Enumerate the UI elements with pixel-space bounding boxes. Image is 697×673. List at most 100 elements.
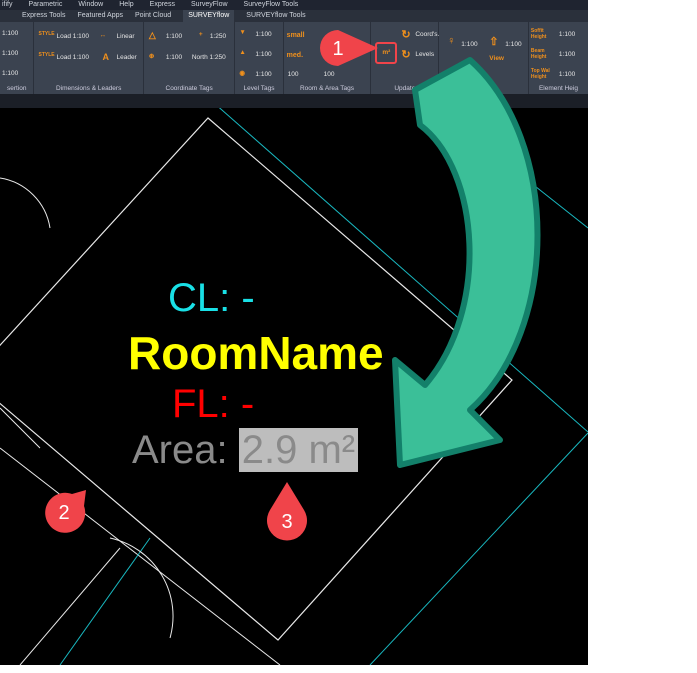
ribbon-tabs: Express Tools Featured Apps Point Cloud … (0, 10, 588, 22)
view-scale-2[interactable]: 1:100 (505, 41, 522, 48)
area-label: Area: (132, 428, 228, 472)
menu-modify[interactable]: ifify (2, 1, 13, 8)
tab-express-tools[interactable]: Express Tools (22, 12, 66, 19)
tab-featured-apps[interactable]: Featured Apps (77, 12, 123, 19)
level-icon-2: ▲ (239, 49, 246, 56)
panel-label: Coordinate Tags (165, 85, 213, 92)
panel-label: Room & Area Tags (299, 85, 355, 92)
wall-line (369, 432, 588, 665)
wall-line (213, 102, 588, 433)
linear-button[interactable]: Linear (116, 33, 135, 40)
menu-window[interactable]: Window (78, 1, 104, 8)
style-leader-icon[interactable]: STYLE (38, 52, 55, 58)
element-scale-3[interactable]: 1:100 (558, 71, 576, 78)
panel-room-area-tags: small med. 100 100 Room & Area Tags (284, 22, 372, 94)
room-med-button[interactable]: med. (286, 52, 304, 59)
panel-level-tags: ▼ 1:100 ▲ 1:100 ◉ 1:100 Level Tags (235, 22, 284, 94)
level-scale-1[interactable]: 1:100 (255, 31, 272, 38)
curved-arrow-icon (392, 57, 541, 468)
refresh-icon-1: ↻ (401, 29, 411, 41)
pin-icon: ♀ (447, 35, 456, 47)
marker-teardrop-icon (320, 30, 378, 66)
drawing-canvas[interactable]: CL: - RoomName FL: - Area: 2.9 m² (0, 102, 588, 665)
tab-point-cloud[interactable]: Point Cloud (134, 12, 172, 19)
element-scale-2[interactable]: 1:100 (558, 51, 576, 58)
load-leader-button[interactable]: Load 1:100 (56, 54, 90, 61)
top-wall-height-button[interactable]: Top Wal Height (530, 68, 550, 80)
door-line (19, 547, 121, 665)
level-scale-3[interactable]: 1:100 (255, 71, 272, 78)
wall-line (0, 447, 281, 665)
panel-dimensions: STYLE Load 1:100 ↔ Linear STYLE Load 1:1… (34, 22, 144, 94)
panel-label: Level Tags (243, 85, 275, 92)
insertion-scale-3[interactable]: 1:100 (2, 70, 19, 77)
wall-line (59, 537, 151, 665)
panel-element-height: Soffit Height 1:100 Beam Height 1:100 To… (529, 22, 588, 94)
leader-icon: A (102, 52, 109, 62)
floor-level-text[interactable]: FL: - (172, 382, 255, 426)
update-coords-button[interactable]: Coord's. (415, 31, 440, 38)
marker-2: 2 (42, 488, 88, 541)
coord-north-east-icon: ⊕ (148, 53, 155, 60)
wall-line (0, 407, 41, 449)
cad-window: ifify Parametric Window Help Express Sur… (0, 0, 588, 665)
coord-triangle-icon: △ (148, 30, 156, 40)
marker-3-label: 3 (281, 511, 292, 533)
level-icon-3: ◉ (239, 70, 246, 77)
soffit-height-button[interactable]: Soffit Height (530, 28, 547, 40)
area-text[interactable]: Area: 2.9 m² (132, 428, 359, 473)
panel-label: sertion (6, 85, 27, 92)
area-m2-icon: m² (382, 49, 391, 56)
east-icon: + (198, 31, 203, 38)
room-name-text[interactable]: RoomName (128, 327, 384, 379)
marker-1: 1 (318, 28, 380, 73)
tab-surveyflow-tools[interactable]: SURVEYflow Tools (246, 12, 306, 19)
tab-surveyflow[interactable]: SURVEYflow (183, 10, 235, 22)
room-scale-2[interactable]: 100 (323, 71, 335, 78)
menu-express[interactable]: Express (149, 1, 175, 8)
room-scale-1[interactable]: 100 (287, 71, 299, 78)
door-arc (0, 177, 51, 229)
coord-scale-1[interactable]: 1:100 (165, 33, 183, 40)
coord-scale-3[interactable]: 1:100 (165, 54, 183, 61)
update-area-button[interactable]: m² (375, 42, 398, 64)
menu-surveyflow-tools[interactable]: SurveyFlow Tools (243, 1, 299, 8)
panel-label: Element Heig (538, 85, 578, 92)
panel-insertion: 1:100 1:100 1:100 sertion (0, 22, 35, 94)
menu-surveyflow[interactable]: SurveyFlow (190, 1, 228, 8)
area-value-highlighted[interactable]: 2.9 m² (238, 428, 359, 472)
level-scale-2[interactable]: 1:100 (255, 51, 272, 58)
marker-3: 3 (264, 480, 310, 551)
beam-height-button[interactable]: Beam Height (530, 48, 547, 60)
room-small-button[interactable]: small (286, 32, 305, 39)
update-levels-button[interactable]: Levels (415, 51, 435, 58)
view-scale-1[interactable]: 1:100 (461, 41, 478, 48)
panel-view: ♀ 1:100 ⇧ 1:100 View (439, 22, 529, 94)
insertion-scale-2[interactable]: 1:100 (2, 50, 19, 57)
menu-help[interactable]: Help (119, 1, 134, 8)
element-scale-1[interactable]: 1:100 (558, 31, 576, 38)
linear-icon: ↔ (99, 32, 106, 39)
coord-scale-2[interactable]: 1:250 (209, 33, 227, 40)
insertion-scale-1[interactable]: 1:100 (2, 30, 19, 37)
menu-parametric[interactable]: Parametric (28, 1, 63, 8)
panel-label: Update (394, 85, 416, 92)
ribbon: 1:100 1:100 1:100 sertion STYLE Load 1:1… (0, 22, 588, 94)
view-button[interactable]: View (489, 55, 504, 62)
marker-teardrop-icon (45, 490, 86, 533)
marker-2-label: 2 (58, 502, 69, 524)
room-outline (0, 117, 513, 641)
level-icon-1: ▼ (239, 29, 246, 36)
coord-north-scale[interactable]: North 1:250 (191, 54, 226, 61)
style-dim-icon[interactable]: STYLE (38, 31, 55, 37)
door-arc (109, 537, 174, 639)
panel-update: m² ↻ Coord's. ↻ Levels Update (371, 22, 439, 94)
panel-coordinate-tags: △ 1:100 + 1:250 ⊕ 1:100 North 1:250 Coor… (144, 22, 236, 94)
menu-bar: ifify Parametric Window Help Express Sur… (0, 0, 588, 10)
leader-button[interactable]: Leader (116, 54, 137, 61)
ceiling-level-text[interactable]: CL: - (168, 276, 255, 320)
load-dim-button[interactable]: Load 1:100 (56, 33, 90, 40)
view-arrow-icon: ⇧ (489, 36, 499, 48)
refresh-icon-2: ↻ (401, 49, 411, 61)
marker-teardrop-icon (267, 482, 307, 541)
